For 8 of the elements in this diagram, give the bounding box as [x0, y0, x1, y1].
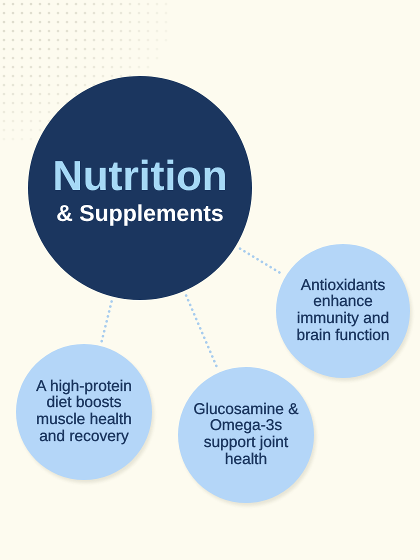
dotted-connector: [238, 247, 283, 275]
dotted-connector: [100, 300, 113, 342]
fact-text: Antioxidants enhance immunity and brain function: [295, 278, 391, 344]
dotted-connector: [184, 294, 219, 370]
fact-text: A high-protein diet boosts muscle health and recovery: [35, 378, 133, 446]
topic-heading: Nutrition: [52, 154, 228, 198]
topic-subheading: & Supplements: [56, 200, 224, 226]
fact-text: Glucosamine & Omega-3s support joint health: [192, 402, 300, 468]
